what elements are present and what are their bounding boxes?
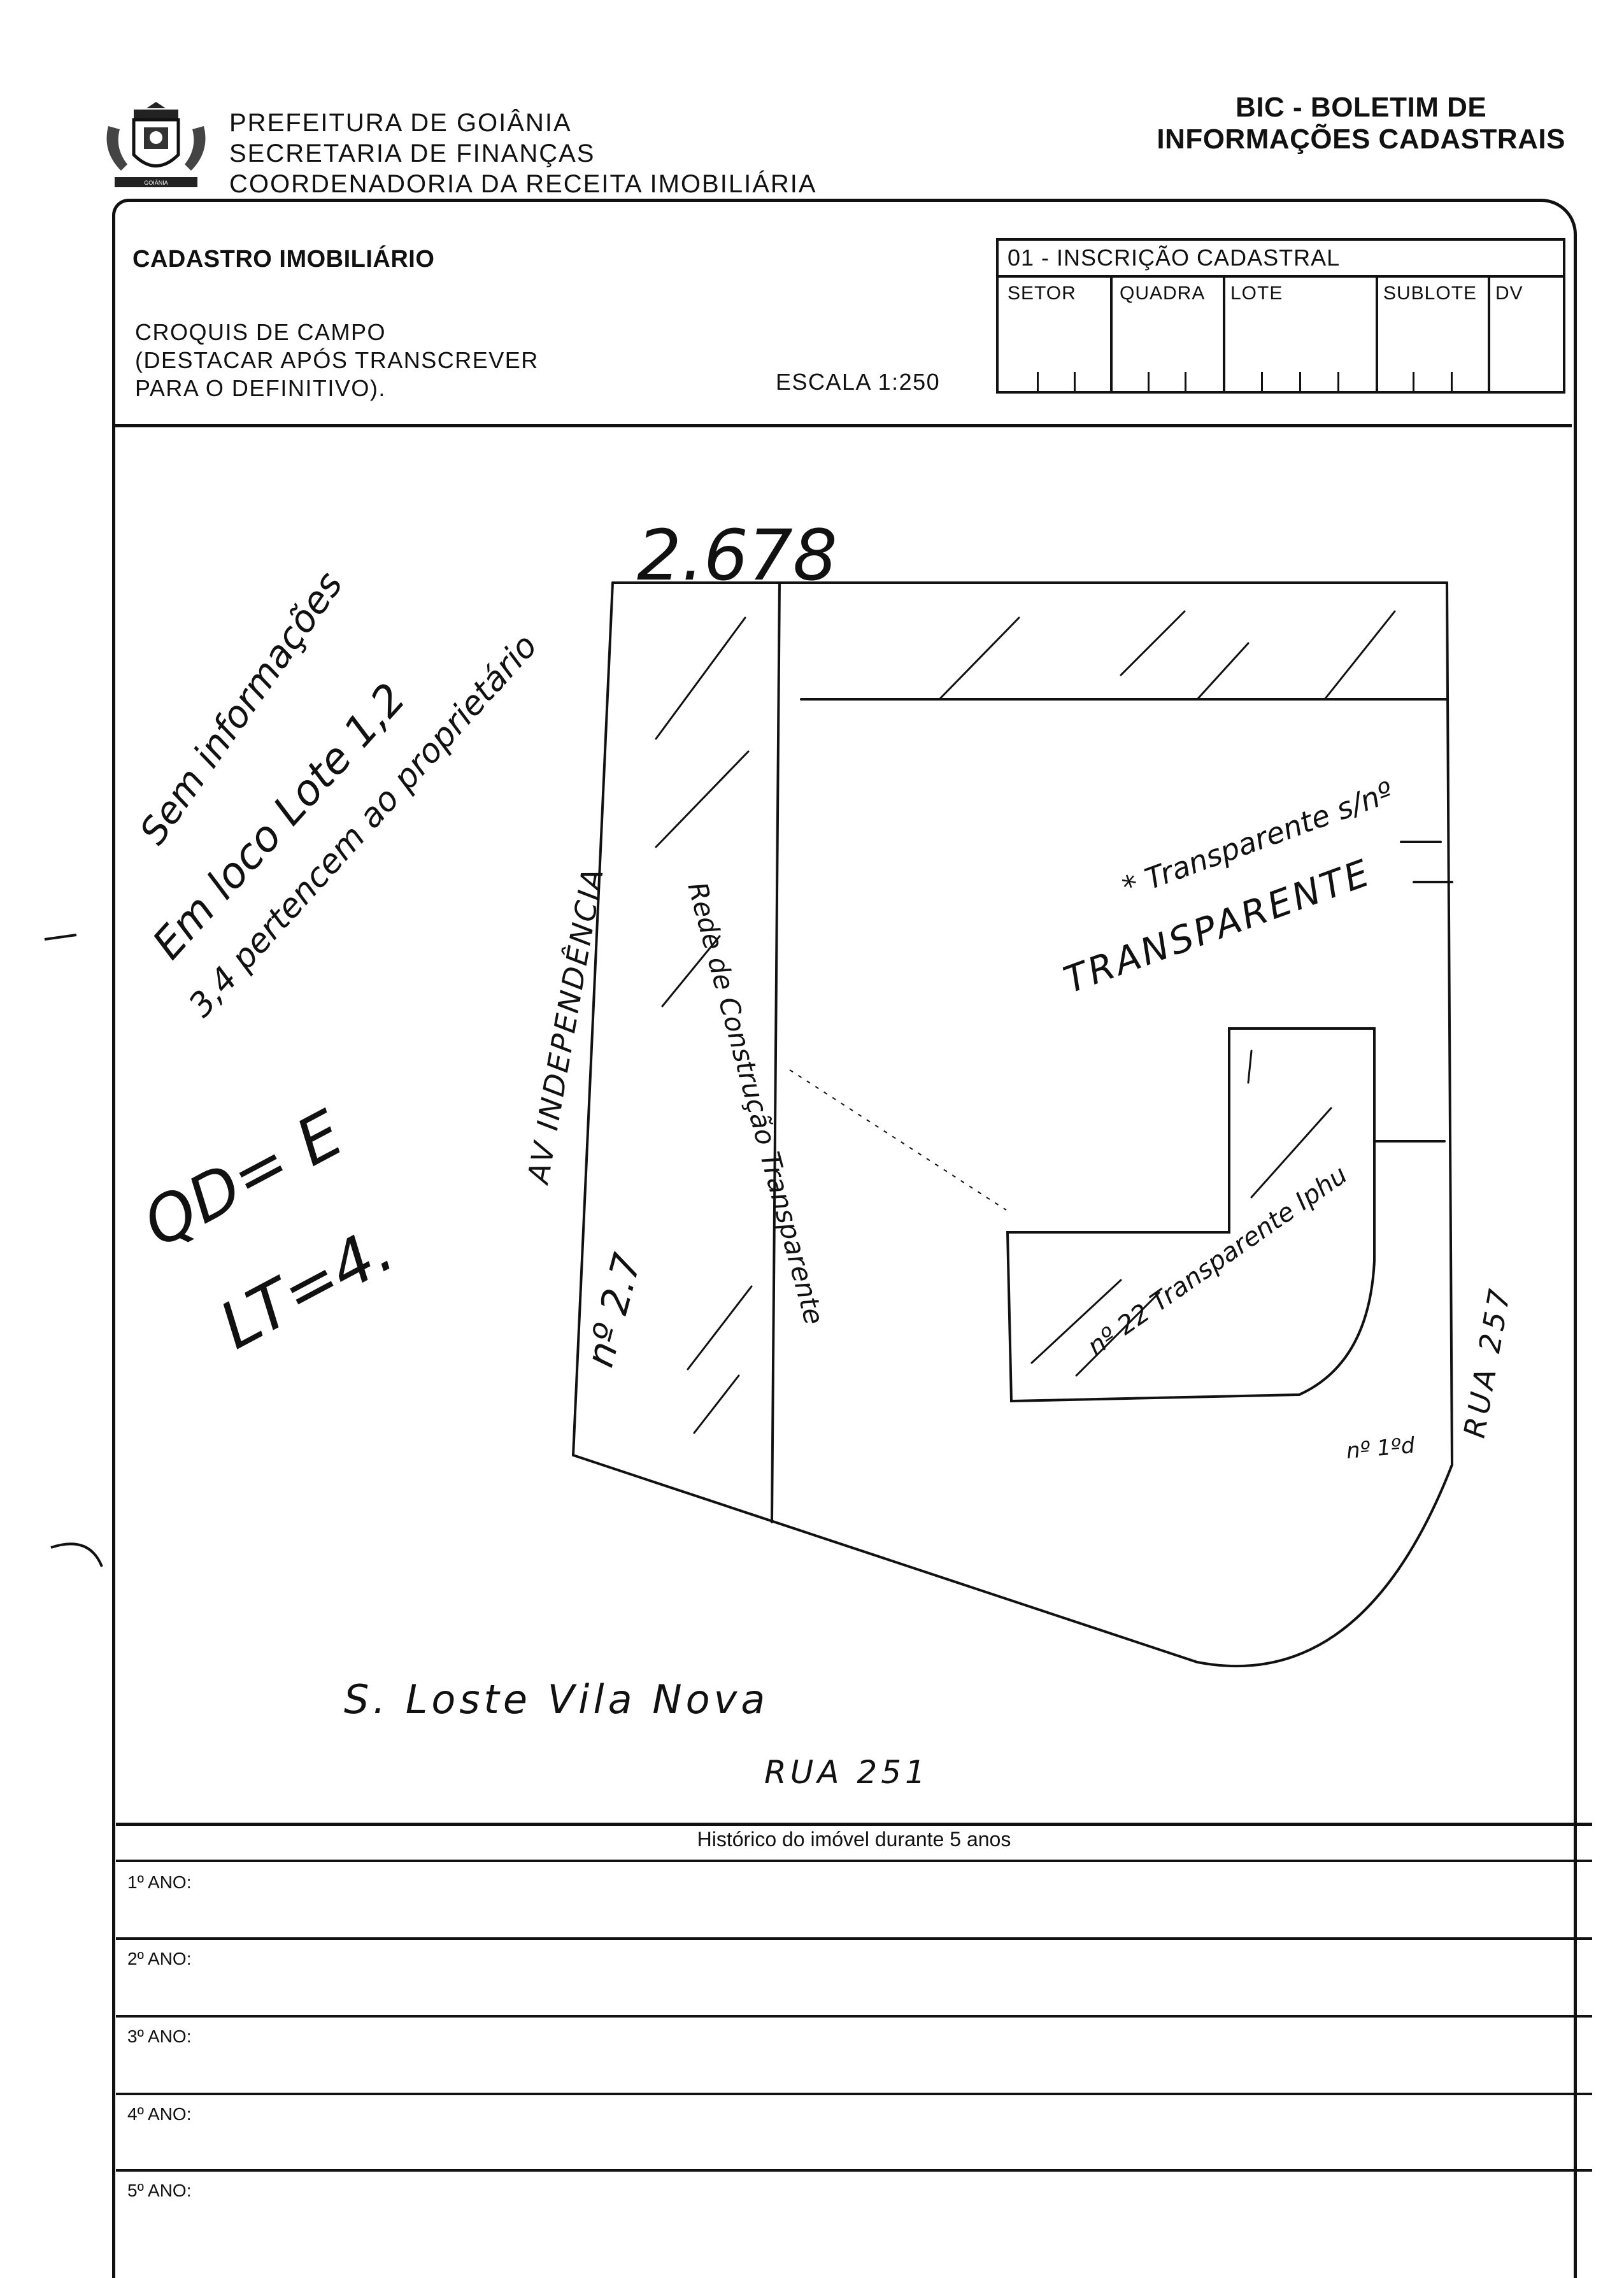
building-note: nº 22 Transparente Iphu: [1082, 1160, 1353, 1362]
subtitle-line2: (DESTACAR APÓS TRANSCREVER: [135, 347, 539, 373]
divider: [1110, 275, 1113, 391]
divider: [1223, 275, 1225, 391]
setor-label: SETOR: [1008, 283, 1076, 304]
transparent-label: TRANSPARENTE: [1058, 851, 1377, 1002]
bottom-note: S. Loste Vila Nova: [344, 1676, 769, 1723]
qd-note: QD= E: [131, 1096, 354, 1262]
hatching: [655, 610, 1396, 1434]
wall-note: Rede de Construção Transparente: [681, 879, 830, 1328]
street-right-small: nº 1ºd: [1345, 1433, 1416, 1464]
doc-title: BIC - BOLETIM DE INFORMAÇÕES CADASTRAIS: [1157, 92, 1565, 155]
divider: [116, 2015, 1592, 2018]
divider: [116, 2093, 1592, 2095]
org-name: PREFEITURA DE GOIÂNIA: [229, 109, 572, 137]
dashed-guide: [789, 1069, 1007, 1211]
street-right-label: RUA 257: [1457, 1283, 1518, 1441]
org-department: SECRETARIA DE FINANÇAS: [229, 139, 595, 167]
sketch-number: 2.678: [637, 515, 837, 596]
subtitle-line3: PARA O DEFINITIVO).: [135, 375, 386, 401]
digit-tick: [1074, 372, 1076, 391]
divider: [999, 275, 1563, 278]
scale-label: ESCALA 1:250: [776, 369, 941, 395]
doc-title-line2: INFORMAÇÕES CADASTRAIS: [1157, 124, 1565, 155]
dv-label: DV: [1495, 283, 1523, 304]
lt-note: LT=4.: [208, 1211, 405, 1363]
divider: [1488, 275, 1490, 391]
history-year-3: 3º ANO:: [127, 2026, 192, 2046]
quadra-label: QUADRA: [1120, 283, 1206, 304]
subtitle-line1: CROQUIS DE CAMPO: [135, 319, 387, 345]
form-frame: [112, 199, 1577, 2278]
wall-number: nº 2.7: [578, 1249, 650, 1372]
inscricao-title: 01 - INSCRIÇÃO CADASTRAL: [1008, 245, 1341, 271]
digit-tick: [1261, 372, 1263, 391]
history-year-5: 5º ANO:: [127, 2181, 192, 2200]
digit-tick: [1185, 372, 1186, 391]
inscricao-cadastral-box: 01 - INSCRIÇÃO CADASTRAL SETOR QUADRA LO…: [996, 238, 1565, 394]
coat-of-arms-logo: GOIÂNIA: [96, 94, 217, 196]
history-year-1: 1º ANO:: [127, 1872, 192, 1892]
lot-outline: [572, 581, 1454, 1668]
divider: [116, 1937, 1592, 1940]
digit-tick: [1337, 372, 1339, 391]
avenue-label: AV INDEPENDÊNCIA: [520, 864, 610, 1188]
digit-tick: [1037, 372, 1039, 391]
divider: [116, 2169, 1592, 2172]
lote-label: LOTE: [1230, 283, 1283, 304]
digit-tick: [1413, 372, 1414, 391]
divider: [116, 1860, 1592, 1862]
history-year-2: 2º ANO:: [127, 1949, 192, 1968]
margin-marks: [44, 934, 103, 1567]
bottom-street: RUA 251: [764, 1754, 929, 1791]
digit-tick: [1451, 372, 1453, 391]
doc-title-line1: BIC - BOLETIM DE: [1236, 92, 1487, 123]
section-title: CADASTRO IMOBILIÁRIO: [132, 246, 435, 273]
org-division: COORDENADORIA DA RECEITA IMOBILIÁRIA: [229, 170, 817, 198]
digit-tick: [1148, 372, 1150, 391]
divider: [1376, 275, 1378, 391]
sublote-label: SUBLOTE: [1383, 283, 1478, 304]
digit-tick: [1299, 372, 1301, 391]
svg-text:GOIÂNIA: GOIÂNIA: [144, 180, 168, 186]
section-divider: [113, 424, 1572, 427]
history-year-4: 4º ANO:: [127, 2104, 192, 2124]
history-top-border: [116, 1823, 1592, 1826]
history-title: Histórico do imóvel durante 5 anos: [697, 1828, 1011, 1851]
